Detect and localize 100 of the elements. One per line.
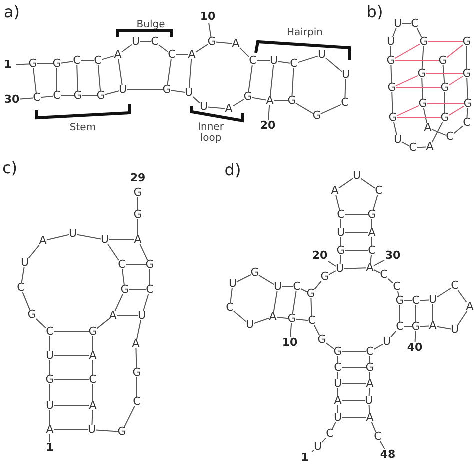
backbone-line <box>76 234 102 240</box>
backbone-line <box>368 388 370 397</box>
region-label: Bulge <box>136 20 166 30</box>
backbone-line <box>423 108 428 124</box>
backbone-line <box>442 65 446 84</box>
base-pair-line <box>344 250 368 252</box>
base-pair-line <box>98 65 102 92</box>
base-pair-line <box>248 65 253 93</box>
backbone-line <box>404 326 412 328</box>
backbone-line <box>258 274 274 286</box>
nucleotide-letter: G <box>287 313 297 325</box>
backbone-line <box>422 46 424 70</box>
nucleotide-letter: A <box>365 262 375 274</box>
nucleotide-letter: G <box>440 82 450 94</box>
nucleotide-letter: U <box>118 84 128 96</box>
backbone-line <box>122 269 125 286</box>
leader-line <box>20 98 34 100</box>
nucleotide-letter: U <box>269 55 279 67</box>
backbone-line <box>466 108 468 119</box>
nucleotide-letter: A <box>88 400 98 412</box>
backbone-line <box>104 90 120 96</box>
backbone-line <box>466 46 468 70</box>
nucleotide-letter: C <box>367 245 377 257</box>
nucleotide-letter: G <box>411 321 421 333</box>
backbone-line <box>368 405 370 414</box>
backbone-line <box>436 326 452 330</box>
base-pair-line <box>344 214 368 216</box>
nucleotide-letter: U <box>87 424 97 436</box>
nucleotide-letter: G <box>145 259 155 271</box>
backbone-line <box>436 288 452 298</box>
leader-line <box>208 22 212 38</box>
backbone-line <box>230 288 233 304</box>
panel-label: d) <box>224 160 242 180</box>
base-pair-line <box>396 105 420 117</box>
backbone-line <box>208 106 226 110</box>
nucleotide-letter: G <box>417 68 427 80</box>
nucleotide-letter: C <box>150 36 160 48</box>
backbone-line <box>96 318 110 330</box>
region-label: Stem <box>70 122 96 134</box>
nucleotide-letter: A <box>231 38 241 50</box>
backbone-line <box>340 255 342 265</box>
backbone-line <box>196 44 208 53</box>
backbone-line <box>136 377 138 398</box>
backbone-line <box>466 78 468 100</box>
nucleotide-letter: G <box>386 55 396 67</box>
nucleotide-letter: G <box>133 187 143 199</box>
nucleotide-letter: G <box>462 36 472 48</box>
nucleotide-letter: U <box>273 281 283 293</box>
base-pair-line <box>188 59 192 89</box>
nucleotide-letter: U <box>68 228 78 240</box>
nucleotide-letter: A <box>265 95 275 107</box>
position-number: 10 <box>199 11 217 23</box>
backbone-line <box>232 99 244 107</box>
backbone-line <box>390 46 392 57</box>
nucleotide-letter: G <box>312 110 322 122</box>
nucleotide-letter: C <box>333 362 343 374</box>
nucleotide-letter: U <box>20 257 30 269</box>
base-pair-line <box>76 65 78 92</box>
nucleotide-letter: G <box>52 58 62 70</box>
nucleotide-letter: G <box>320 271 330 283</box>
backbone-line <box>170 90 186 93</box>
base-pair-line <box>292 68 294 97</box>
backbone-line <box>192 96 200 104</box>
nucleotide-letter: C <box>395 321 405 333</box>
backbone-line <box>274 100 288 102</box>
base-pair-line <box>167 59 172 86</box>
nucleotide-letter: U <box>245 319 255 331</box>
backbone-line <box>102 56 114 60</box>
base-pair-line <box>273 291 278 313</box>
nucleotide-letter: G <box>365 362 375 374</box>
panel-label: c) <box>2 158 18 178</box>
panel-label: b) <box>366 2 384 22</box>
nucleotide-letter: A <box>425 141 435 153</box>
backbone-line <box>420 300 430 302</box>
panel-label: a) <box>4 2 20 22</box>
position-number: 20 <box>311 250 329 262</box>
nucleotide-letter: U <box>335 263 345 275</box>
nucleotide-letter: G <box>317 334 327 346</box>
nucleotide-letter: A <box>330 185 340 197</box>
nucleotide-letter: C <box>307 315 317 327</box>
position-number: 30 <box>3 94 21 106</box>
nucleotide-letter: C <box>32 92 42 104</box>
backbone-line <box>458 290 468 303</box>
backbone-line <box>122 44 132 53</box>
leader-line <box>290 323 292 338</box>
backbone-line <box>432 129 446 136</box>
position-number: 1 <box>41 442 59 454</box>
position-number: 40 <box>406 342 424 354</box>
nucleotide-letter: U <box>333 378 343 390</box>
backbone-line <box>278 61 290 64</box>
nucleotide-letter: G <box>28 58 38 70</box>
nucleotide-letter: G <box>387 82 397 94</box>
backbone-line <box>398 291 400 297</box>
backbone-line <box>388 278 394 284</box>
backbone-line <box>240 48 250 58</box>
backbone-line <box>336 195 340 211</box>
nucleotide-letter: C <box>93 55 103 67</box>
nucleotide-letter: A <box>365 412 375 424</box>
backbone-line <box>374 270 380 274</box>
nucleotide-letter: G <box>419 36 429 48</box>
